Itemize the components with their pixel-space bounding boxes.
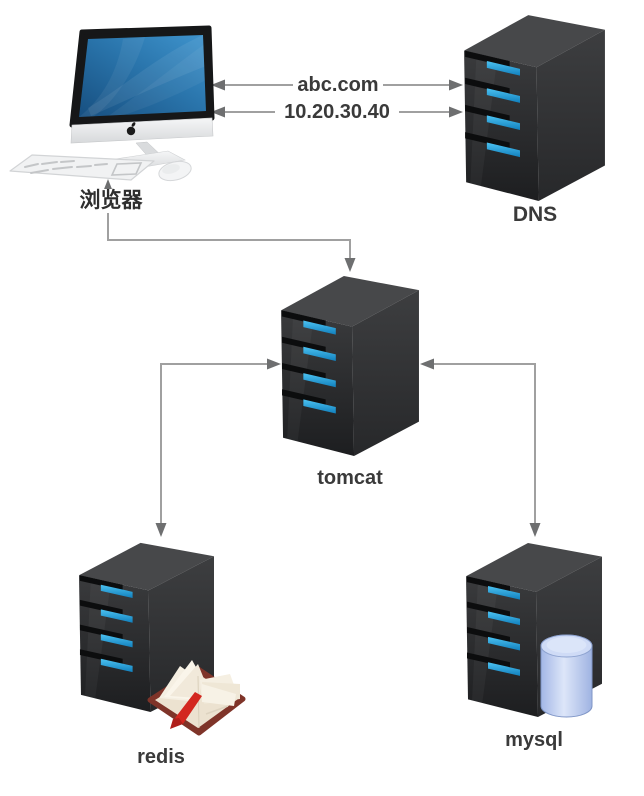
book-crease xyxy=(197,675,200,729)
book-ribbon xyxy=(170,692,202,729)
arrowhead-into-dns xyxy=(449,106,463,118)
mouse-icon xyxy=(158,160,192,182)
edge-label-domain: abc.com xyxy=(293,73,383,97)
node-label-dns: DNS xyxy=(485,203,585,227)
edge-label-ip: 10.20.30.40 xyxy=(275,100,399,124)
arrowhead-into-tomcat xyxy=(267,358,281,370)
apple-logo-icon xyxy=(126,122,136,136)
dns-server-icon xyxy=(464,15,605,201)
open-book-icon xyxy=(147,660,246,736)
edge-tomcat-redis xyxy=(155,358,281,537)
arrowhead-into-redis xyxy=(155,523,167,537)
arrowhead-into-browser xyxy=(211,79,225,91)
tomcat-server-icon xyxy=(281,276,419,456)
monitor-screen xyxy=(79,35,206,117)
arrowhead-into-mysql xyxy=(529,523,541,537)
edge-tomcat-mysql xyxy=(420,358,541,537)
keyboard-icon xyxy=(9,154,155,181)
edge-line xyxy=(107,190,351,260)
node-label-browser: 浏览器 xyxy=(59,189,163,213)
node-label-mysql: mysql xyxy=(484,728,584,752)
edge-line xyxy=(432,363,536,525)
arrowhead-into-browser xyxy=(211,106,225,118)
imac-computer-icon xyxy=(9,25,215,182)
monitor-icon xyxy=(69,25,215,172)
node-label-redis: redis xyxy=(111,745,211,769)
book-right-pages xyxy=(200,674,240,715)
cylinder-top-highlight xyxy=(546,637,587,653)
screen-glare xyxy=(79,35,206,117)
node-label-tomcat: tomcat xyxy=(300,466,400,490)
monitor-chin xyxy=(70,117,214,144)
arrowhead-into-tomcat xyxy=(420,358,434,370)
edge-line xyxy=(160,363,270,525)
book-left-pages xyxy=(159,660,204,702)
arrowhead-into-dns xyxy=(449,79,463,91)
arrowhead-into-tomcat xyxy=(344,258,356,272)
database-cylinder-icon xyxy=(540,634,593,718)
keyboard-keys xyxy=(24,160,143,176)
